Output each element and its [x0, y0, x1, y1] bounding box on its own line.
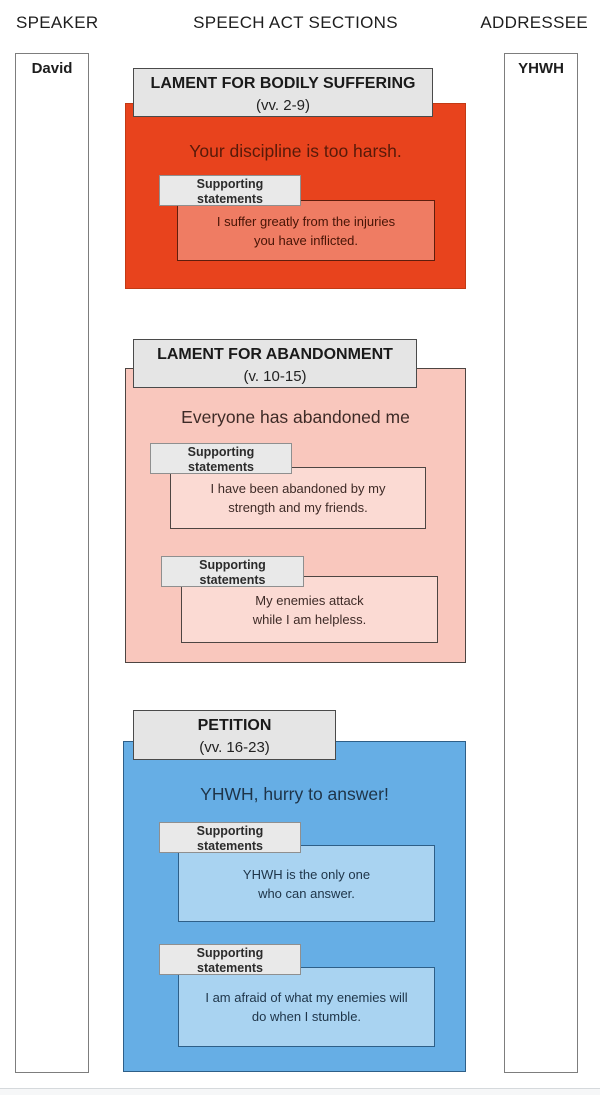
speaker-name: David — [31, 60, 73, 77]
supporting-statement-box: YHWH is the only one who can answer. — [178, 845, 435, 922]
section-title: LAMENT FOR ABANDONMENT — [157, 346, 393, 363]
supporting-statements-label: Supporting statements — [159, 944, 301, 975]
supporting-statements-label: Supporting statements — [161, 556, 304, 587]
supporting-statement-box: I have been abandoned by my strength and… — [170, 467, 426, 529]
speaker-box: David — [15, 53, 89, 1073]
supporting-statements-label: Supporting statements — [150, 443, 292, 474]
speaker-column-header: SPEAKER — [16, 13, 99, 32]
supporting-statement-box: My enemies attack while I am helpless. — [181, 576, 438, 643]
speech-act-sections-header: SPEECH ACT SECTIONS — [193, 13, 398, 32]
section-verse-range: (vv. 16-23) — [199, 739, 270, 756]
section-title: LAMENT FOR BODILY SUFFERING — [150, 75, 416, 92]
page-bottom-divider — [0, 1088, 600, 1095]
supporting-statements-label: Supporting statements — [159, 175, 301, 206]
section-header-lament-bodily-suffering: LAMENT FOR BODILY SUFFERING (vv. 2-9) — [133, 68, 433, 117]
supporting-statements-label: Supporting statements — [159, 822, 301, 853]
supporting-statement-box: I suffer greatly from the injuries you h… — [177, 200, 435, 261]
addressee-name: YHWH — [518, 60, 564, 77]
section-header-lament-abandonment: LAMENT FOR ABANDONMENT (v. 10-15) — [133, 339, 417, 388]
supporting-statement-box: I am afraid of what my enemies will do w… — [178, 967, 435, 1047]
section-verse-range: (v. 10-15) — [243, 368, 307, 385]
section-statement: YHWH, hurry to answer! — [200, 784, 389, 804]
section-statement: Your discipline is too harsh. — [189, 141, 402, 161]
section-verse-range: (vv. 2-9) — [256, 97, 310, 114]
section-header-petition: PETITION (vv. 16-23) — [133, 710, 336, 760]
section-statement: Everyone has abandoned me — [181, 407, 410, 427]
addressee-column-header: ADDRESSEE — [480, 13, 588, 32]
addressee-box: YHWH — [504, 53, 578, 1073]
section-title: PETITION — [197, 717, 272, 734]
